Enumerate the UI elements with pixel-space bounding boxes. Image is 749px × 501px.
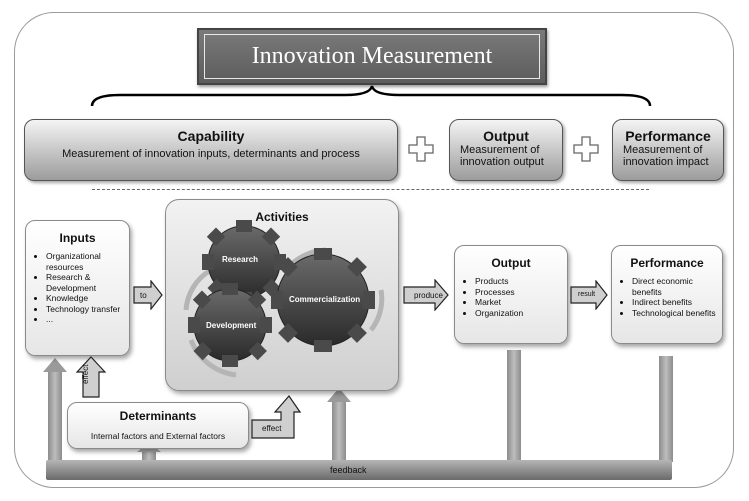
divider [92, 189, 649, 190]
list-item: Market [475, 297, 567, 308]
output-heading: Output [491, 256, 531, 270]
inputs-list: Organizational resources Research & Deve… [26, 251, 129, 325]
research-gear-label: Research [222, 255, 259, 264]
page-title: Innovation Measurement [251, 43, 493, 69]
commercialization-gear-icon [271, 248, 375, 352]
plus-icon [573, 136, 599, 162]
determinants-heading: Determinants [119, 409, 197, 423]
effect-arrow-activities-label: effect [262, 424, 282, 433]
capability-text: Measurement of innovation inputs, determ… [62, 148, 360, 160]
gears [183, 220, 385, 378]
produce-arrow-label: produce [414, 291, 443, 300]
list-item: Indirect benefits [632, 297, 722, 308]
to-arrow-label: to [140, 291, 147, 300]
output-list: Products Processes Market Organization [455, 276, 567, 318]
capability-box: Capability Measurement of innovation inp… [24, 119, 398, 181]
inputs-card: Inputs Organizational resources Research… [25, 220, 130, 356]
determinants-card: Determinants Internal factors and Extern… [67, 402, 249, 449]
list-item: Processes [475, 287, 567, 298]
effect-arrow-inputs [76, 356, 106, 398]
research-gear-icon [202, 220, 286, 304]
feedback-bar-performance [659, 356, 673, 462]
feedback-bar-determinants [142, 452, 156, 462]
output-summary-text-1: Measurement of [460, 144, 540, 156]
inputs-heading: Inputs [59, 231, 96, 245]
output-summary-heading: Output [483, 128, 529, 144]
list-item: Technology transfer [46, 304, 129, 315]
feedback-bar-output [507, 350, 521, 462]
performance-list: Direct economic benefits Indirect benefi… [612, 276, 722, 318]
plus-icon [408, 136, 434, 162]
development-gear-label: Development [206, 321, 257, 330]
performance-summary-text-2: innovation impact [623, 156, 709, 168]
feedback-label: feedback [330, 465, 367, 475]
performance-summary-heading: Performance [625, 128, 711, 144]
list-item: Research & Development [46, 272, 129, 293]
to-arrow [133, 280, 163, 310]
commercialization-gear-label: Commercialization [289, 295, 361, 304]
output-summary-text-2: innovation output [460, 156, 544, 168]
activities-panel: Activities [165, 199, 399, 391]
result-arrow [570, 280, 608, 310]
list-item: ... [46, 314, 129, 325]
list-item: Direct economic benefits [632, 276, 722, 297]
performance-summary-box: Performance Measurement of innovation im… [612, 119, 724, 181]
activities-heading: Activities [255, 210, 309, 224]
list-item: Products [475, 276, 567, 287]
feedback-bar [46, 460, 672, 480]
produce-arrow [403, 279, 449, 311]
list-item: Technological benefits [632, 308, 722, 319]
output-summary-box: Output Measurement of innovation output [449, 119, 563, 181]
output-card: Output Products Processes Market Organiz… [454, 245, 568, 344]
capability-heading: Capability [177, 128, 245, 144]
list-item: Organization [475, 308, 567, 319]
result-arrow-label: result [578, 291, 596, 298]
feedback-bar-activities [332, 402, 346, 462]
effect-arrow-activities [251, 395, 301, 439]
title-box: Innovation Measurement [197, 28, 547, 85]
determinants-text: Internal factors and External factors [90, 431, 226, 441]
list-item: Organizational resources [46, 251, 129, 272]
performance-heading: Performance [630, 256, 704, 270]
performance-card: Performance Direct economic benefits Ind… [611, 245, 723, 344]
list-item: Knowledge [46, 293, 129, 304]
effect-arrow-inputs-label: effect [81, 364, 90, 384]
performance-summary-text-1: Measurement of [623, 144, 703, 156]
feedback-bar-inputs [48, 372, 62, 462]
